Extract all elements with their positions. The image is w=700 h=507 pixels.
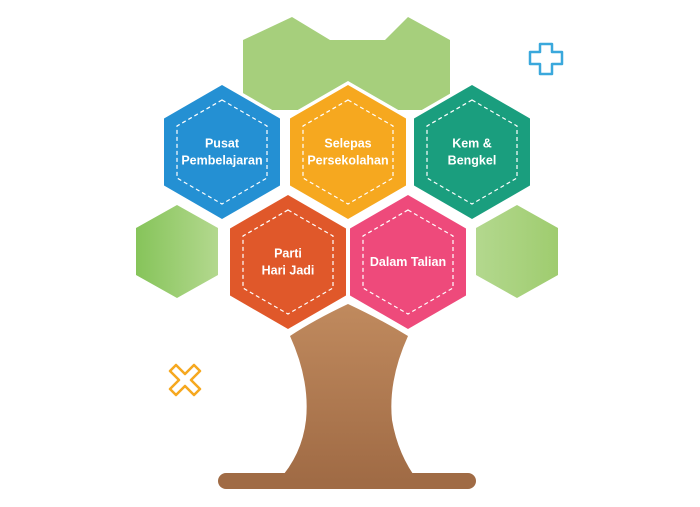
hexagon-label-line: Persekolahan <box>307 154 388 168</box>
plus-icon <box>528 42 564 76</box>
hexagon-dashed-outline <box>242 209 334 315</box>
hexagon-label-line: Parti <box>274 247 302 261</box>
hexagon-fill <box>290 85 406 219</box>
hexagon-dalam: Dalam Talian <box>346 191 470 333</box>
hexagon-label: Kem & Bengkel <box>448 137 497 168</box>
hexagon-label-line: Kem & <box>452 137 492 151</box>
hexagon-label: Dalam Talian <box>370 255 446 269</box>
hexagon-dashed-outline <box>302 99 394 205</box>
hexagon-label-line: Bengkel <box>448 154 497 168</box>
tree-trunk <box>278 304 418 481</box>
hexagon-fill <box>350 195 466 329</box>
hexagon-dashed-outline <box>426 99 518 205</box>
hexagon-dashed-outline <box>362 209 454 315</box>
hexagon-fill <box>414 85 530 219</box>
hexagon-label-line: Selepas <box>324 137 371 151</box>
hexagon-label-line: Pusat <box>205 137 240 151</box>
leaf-hexagon-top <box>243 17 450 110</box>
hexagon-label-line: Pembelajaran <box>181 154 262 168</box>
leaf-hexagon-right <box>476 205 558 298</box>
hexagon-label-line: Dalam Talian <box>370 255 446 269</box>
hexagon-kem: Kem & Bengkel <box>410 81 534 223</box>
leaf-hexagon-left <box>136 205 218 298</box>
hexagon-fill <box>230 195 346 329</box>
hexagon-label-line: Hari Jadi <box>262 264 315 278</box>
cross-icon <box>168 363 202 397</box>
hexagon-fill <box>164 85 280 219</box>
hexagon-dashed-outline <box>176 99 268 205</box>
